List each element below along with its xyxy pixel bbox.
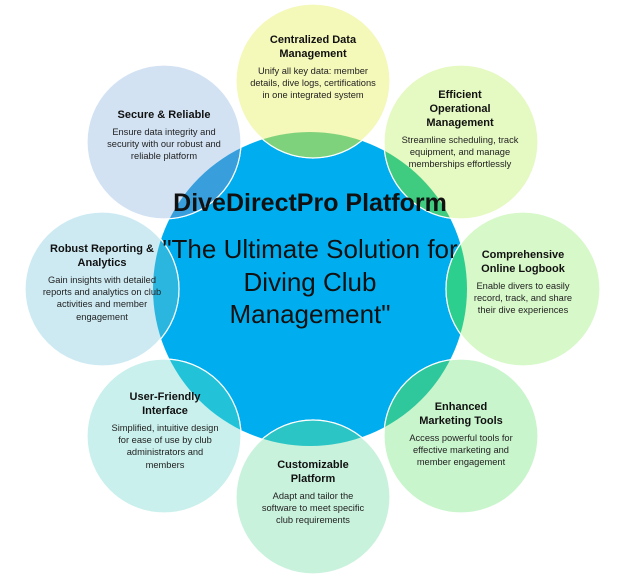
center-label: DiveDirectPro Platform "The Ultimate Sol… xyxy=(160,188,460,331)
feature-title: Centralized Data Management xyxy=(269,34,357,60)
platform-title: DiveDirectPro Platform xyxy=(173,189,447,217)
feature-marketing-tools: Enhanced Marketing Tools Access powerful… xyxy=(396,400,526,469)
overlap-region xyxy=(235,419,391,446)
feature-title: Efficient Operational Management xyxy=(426,89,494,129)
overlap-region xyxy=(235,132,391,159)
feature-desc: Unify all key data: member details, dive… xyxy=(250,66,376,101)
feature-centralized-data: Centralized Data Management Unify all ke… xyxy=(248,33,378,102)
overlap-region xyxy=(445,211,467,367)
feature-title: Robust Reporting & Analytics xyxy=(50,243,154,269)
feature-online-logbook: Comprehensive Online Logbook Enable dive… xyxy=(458,248,588,317)
feature-desc: Simplified, intuitive design for ease of… xyxy=(111,423,219,470)
platform-tagline: "The Ultimate Solution for Diving Club M… xyxy=(162,234,458,329)
feature-user-friendly: User-Friendly Interface Simplified, intu… xyxy=(100,390,230,471)
feature-desc: Enable divers to easily record, track, a… xyxy=(473,281,573,316)
feature-title: Secure & Reliable xyxy=(117,109,211,121)
feature-title: Customizable Platform xyxy=(277,459,349,485)
feature-title: User-Friendly Interface xyxy=(129,391,201,417)
feature-title: Comprehensive Online Logbook xyxy=(481,249,565,275)
feature-reporting-analytics: Robust Reporting & Analytics Gain insigh… xyxy=(37,242,167,323)
feature-customizable-platform: Customizable Platform Adapt and tailor t… xyxy=(248,458,378,527)
feature-desc: Streamline scheduling, track equipment, … xyxy=(401,135,519,170)
feature-desc: Ensure data integrity and security with … xyxy=(107,127,221,162)
center-circle xyxy=(153,132,467,446)
overlap-region xyxy=(153,211,180,367)
feature-secure-reliable: Secure & Reliable Ensure data integrity … xyxy=(99,108,229,163)
feature-desc: Access powerful tools for effective mark… xyxy=(409,433,513,468)
feature-operational-management: Efficient Operational Management Streaml… xyxy=(396,88,524,171)
feature-desc: Adapt and tailor the software to meet sp… xyxy=(261,491,365,526)
feature-title: Enhanced Marketing Tools xyxy=(419,401,503,427)
feature-desc: Gain insights with detailed reports and … xyxy=(42,275,162,322)
